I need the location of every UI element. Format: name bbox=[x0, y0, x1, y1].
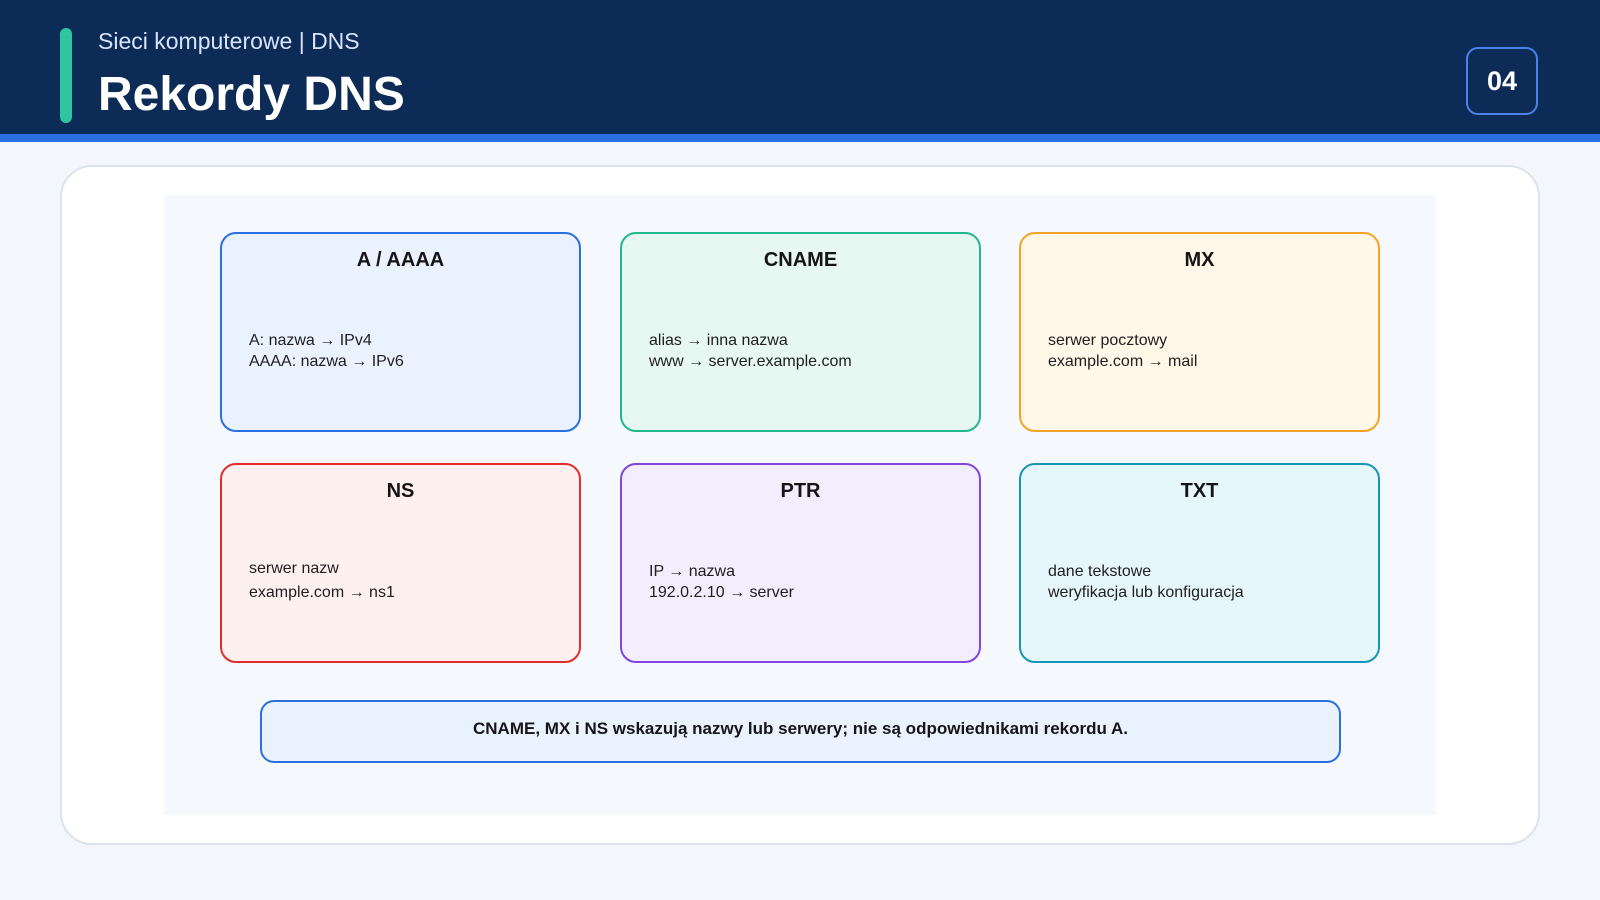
record-card-title: NS bbox=[386, 480, 415, 502]
record-card-line: serwer nazw bbox=[249, 560, 339, 577]
record-card-title: MX bbox=[1184, 249, 1215, 271]
record-card-line: weryfikacja lub konfiguracja bbox=[1048, 584, 1244, 601]
record-card-title: TXT bbox=[1180, 480, 1219, 502]
record-card-title: PTR bbox=[780, 480, 821, 502]
record-card-line: example.com → mail bbox=[1048, 353, 1198, 370]
record-card-title: CNAME bbox=[763, 249, 838, 271]
record-card-line: serwer pocztowy bbox=[1048, 332, 1168, 349]
dns-note-text: CNAME, MX i NS wskazują nazwy lub serwer… bbox=[473, 719, 1128, 738]
record-card-txt: TXT dane tekstowe weryfikacja lub konfig… bbox=[1019, 463, 1380, 663]
record-card-a-aaaa: A / AAAA A: nazwa → IPv4 AAAA: nazwa → I… bbox=[220, 232, 581, 432]
slide-title: Rekordy DNS bbox=[98, 68, 405, 121]
dns-note-box: CNAME, MX i NS wskazują nazwy lub serwer… bbox=[260, 700, 1341, 763]
slide-header: Sieci komputerowe | DNS Rekordy DNS 04 bbox=[0, 0, 1600, 142]
record-card-line: AAAA: nazwa → IPv6 bbox=[249, 353, 404, 370]
record-card-title: A / AAAA bbox=[356, 249, 445, 271]
header-accent-bar bbox=[60, 28, 72, 123]
slide-number-badge: 04 bbox=[1466, 47, 1538, 115]
record-card-line: A: nazwa → IPv4 bbox=[249, 332, 372, 349]
record-card-line: IP → nazwa bbox=[649, 563, 735, 580]
record-card-line: alias → inna nazwa bbox=[649, 332, 788, 349]
record-card-mx: MX serwer pocztowy example.com → mail bbox=[1019, 232, 1380, 432]
record-card-ns: NS serwer nazw example.com → ns1 bbox=[220, 463, 581, 663]
record-card-ptr: PTR IP → nazwa 192.0.2.10 → server bbox=[620, 463, 981, 663]
record-card-line: 192.0.2.10 → server bbox=[649, 584, 794, 601]
record-card-line: dane tekstowe bbox=[1048, 563, 1152, 580]
record-card-line: www → server.example.com bbox=[649, 353, 852, 370]
record-card-cname: CNAME alias → inna nazwa www → server.ex… bbox=[620, 232, 981, 432]
slide-subtitle: Sieci komputerowe | DNS bbox=[98, 28, 360, 54]
record-card-line: example.com → ns1 bbox=[249, 584, 395, 601]
